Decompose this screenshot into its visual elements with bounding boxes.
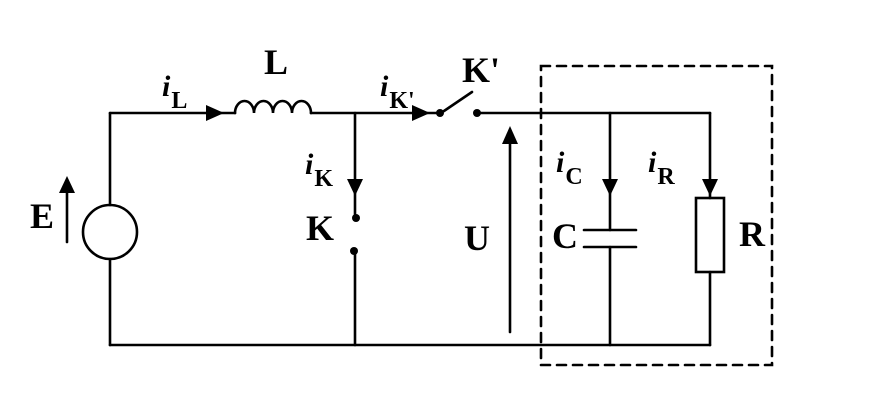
k-current-arrow <box>347 179 363 196</box>
current-subscript: L <box>171 88 188 114</box>
label-current-inductor: iL <box>162 70 187 114</box>
label-source: E <box>30 196 55 236</box>
label-switch-k: K <box>306 208 335 248</box>
resistor-body <box>694 196 726 274</box>
switch-k-contact-bottom <box>350 247 358 255</box>
voltage-source-circle <box>81 203 139 261</box>
current-symbol: i <box>162 70 171 103</box>
switch-kprime-contact-right <box>473 109 481 117</box>
kprime-current-arrow <box>412 105 430 121</box>
current-symbol: i <box>556 146 565 179</box>
current-subscript: K' <box>389 88 415 114</box>
label-capacitor: C <box>552 216 578 256</box>
switch-kprime-blade <box>442 90 474 113</box>
current-symbol: i <box>380 70 389 103</box>
label-current-capacitor: iC <box>556 146 583 190</box>
label-resistor: R <box>739 214 765 254</box>
inductor-coil <box>233 99 313 115</box>
resistor-current-arrow <box>702 179 718 196</box>
current-symbol: i <box>648 146 657 179</box>
switch-k-contact-top <box>352 214 360 222</box>
label-voltage: U <box>464 218 490 258</box>
inductor-current-arrow <box>206 105 224 121</box>
switch-kprime-contact-left <box>436 109 444 117</box>
label-inductor: L <box>264 42 289 82</box>
load-dashed-box <box>539 64 774 367</box>
label-current-k: iK <box>305 148 333 192</box>
current-symbol: i <box>305 148 314 181</box>
voltage-arrow-head <box>502 126 518 144</box>
label-switch-kprime: K' <box>462 50 501 90</box>
label-current-kprime: iK' <box>380 70 415 114</box>
current-subscript: R <box>657 164 675 190</box>
source-arrow-head <box>59 176 75 193</box>
capacitor-current-arrow <box>602 179 618 196</box>
current-subscript: K <box>314 166 334 192</box>
current-subscript: C <box>565 164 583 190</box>
label-current-resistor: iR <box>648 146 675 190</box>
